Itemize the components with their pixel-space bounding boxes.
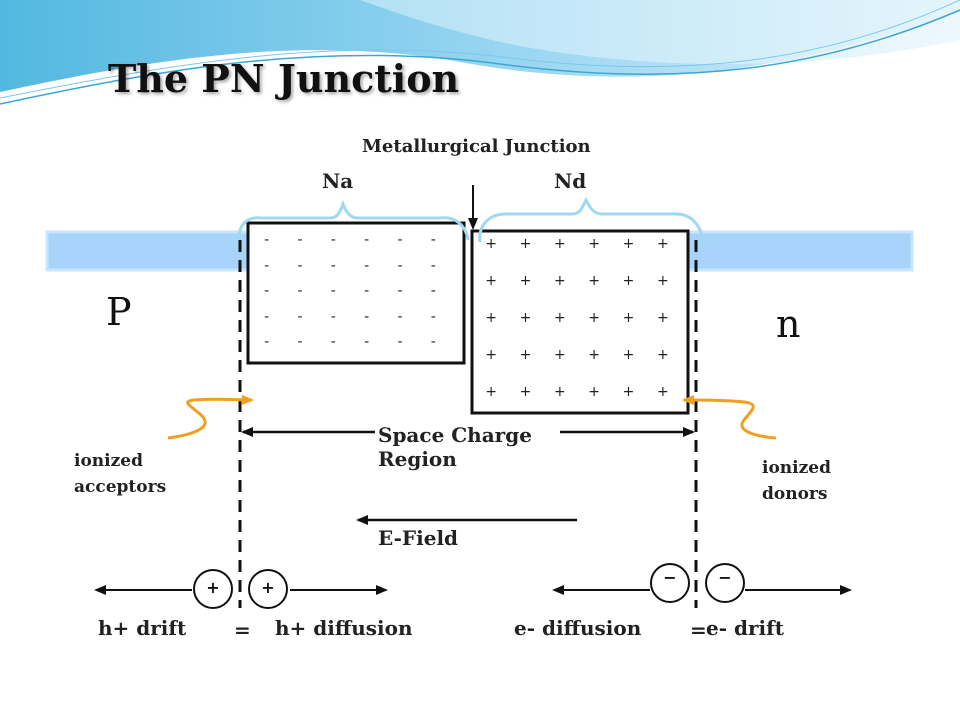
- donor-charge: +: [656, 347, 669, 363]
- donor-charge: +: [656, 384, 669, 400]
- acceptor-charge: -: [397, 334, 403, 350]
- acceptor-charge: -: [330, 308, 336, 325]
- donor-charge: +: [588, 347, 601, 363]
- acceptor-charge: -: [364, 308, 370, 325]
- donor-charge: +: [519, 273, 532, 289]
- e-drift-label: e- drift: [706, 616, 784, 640]
- h-diffusion-label: h+ diffusion: [275, 616, 413, 640]
- hole-symbol-2: +: [261, 578, 275, 597]
- donor-charge: +: [485, 273, 498, 289]
- e-diffusion-label: e- diffusion: [514, 616, 642, 640]
- na-brace: [237, 199, 470, 247]
- donor-charge: +: [519, 347, 532, 363]
- ionized-donor-charges: + + + + + + + + + + + + + + + + + + + + + + + + + + + + + +: [474, 236, 680, 421]
- acceptor-charge: -: [430, 257, 436, 274]
- ionized-acceptor-region: [246, 221, 466, 365]
- electron-symbol-2: −: [718, 568, 732, 587]
- acceptor-charge: -: [297, 232, 303, 248]
- donor-charge: +: [622, 310, 635, 326]
- acceptor-charge: -: [264, 257, 270, 274]
- donor-charge: +: [588, 236, 601, 252]
- acceptor-charge: -: [430, 308, 436, 325]
- acceptor-charge: -: [264, 308, 270, 325]
- donor-charge: +: [485, 310, 498, 326]
- hole-carrier-1: [193, 569, 233, 609]
- metallurgical-junction-label: Metallurgical Junction: [362, 136, 591, 157]
- donor-charge: +: [622, 273, 635, 289]
- e-field-label: E-Field: [378, 526, 459, 550]
- donor-charge: +: [519, 236, 532, 252]
- acceptor-charge: -: [330, 334, 336, 350]
- nd-brace: [478, 196, 706, 247]
- ionized-acceptor-charges: - - - - - - - - - - - - - - - - - - - - - - - - - - - - - -: [250, 232, 450, 360]
- acceptor-charge: -: [330, 257, 336, 274]
- ionized-donor-region: [470, 229, 690, 415]
- acceptor-charge: -: [430, 283, 436, 299]
- donor-charge: +: [622, 347, 635, 363]
- header-wave-decoration: [0, 0, 960, 105]
- acceptor-charge: -: [297, 334, 303, 350]
- donor-charge: +: [519, 310, 532, 326]
- donor-charge: +: [519, 384, 532, 400]
- ionized-acceptors-label: ionized acceptors: [74, 451, 167, 497]
- donor-charge: +: [553, 347, 566, 363]
- p-region-label: P: [106, 290, 132, 334]
- donor-charge: +: [485, 347, 498, 363]
- acceptor-charge: -: [330, 232, 336, 248]
- ionized-donors-label: ionized donors: [762, 458, 831, 504]
- acceptor-charge: -: [430, 334, 436, 350]
- na-label: Na: [322, 169, 354, 193]
- donor-charge: +: [622, 236, 635, 252]
- acceptor-pointer: [167, 394, 254, 440]
- acceptor-charge: -: [364, 283, 370, 299]
- hole-symbol-1: +: [206, 578, 220, 597]
- acceptor-charge: -: [364, 232, 370, 248]
- donor-charge: +: [588, 310, 601, 326]
- h-drift-label: h+ drift: [98, 616, 187, 640]
- acceptor-charge: -: [364, 334, 370, 350]
- donor-charge: +: [588, 384, 601, 400]
- donor-charge: +: [485, 236, 498, 252]
- donor-charge: +: [622, 384, 635, 400]
- donor-charge: +: [553, 310, 566, 326]
- donor-charge: +: [656, 310, 669, 326]
- acceptor-charge: -: [397, 257, 403, 274]
- acceptor-charge: -: [264, 283, 270, 299]
- equals-sign-holes: =: [234, 618, 251, 642]
- electron-carrier-1: [650, 563, 690, 603]
- n-side-bar: [686, 230, 914, 272]
- nd-label: Nd: [554, 169, 587, 193]
- acceptor-charge: -: [297, 283, 303, 299]
- acceptor-charge: -: [397, 232, 403, 248]
- donor-charge: +: [656, 236, 669, 252]
- hole-carrier-2: [248, 569, 288, 609]
- electron-carrier-2: [705, 563, 745, 603]
- acceptor-charge: -: [364, 257, 370, 274]
- acceptor-charge: -: [330, 283, 336, 299]
- acceptor-charge: -: [397, 283, 403, 299]
- donor-charge: +: [588, 273, 601, 289]
- acceptor-charge: -: [397, 308, 403, 325]
- acceptor-charge: -: [430, 232, 436, 248]
- acceptor-charge: -: [297, 308, 303, 325]
- equals-sign-electrons: =: [690, 618, 707, 642]
- donor-charge: +: [485, 384, 498, 400]
- space-charge-region-label: Space Charge Region: [378, 423, 532, 471]
- donor-charge: +: [553, 384, 566, 400]
- electron-symbol-1: −: [663, 568, 677, 587]
- donor-pointer: [682, 395, 777, 440]
- acceptor-charge: -: [264, 334, 270, 350]
- donor-charge: +: [553, 236, 566, 252]
- donor-charge: +: [656, 273, 669, 289]
- n-region-label: n: [776, 302, 801, 346]
- donor-charge: +: [553, 273, 566, 289]
- page-title: The PN Junction: [108, 56, 460, 101]
- acceptor-charge: -: [264, 232, 270, 248]
- p-side-bar: [45, 230, 250, 272]
- acceptor-charge: -: [297, 257, 303, 274]
